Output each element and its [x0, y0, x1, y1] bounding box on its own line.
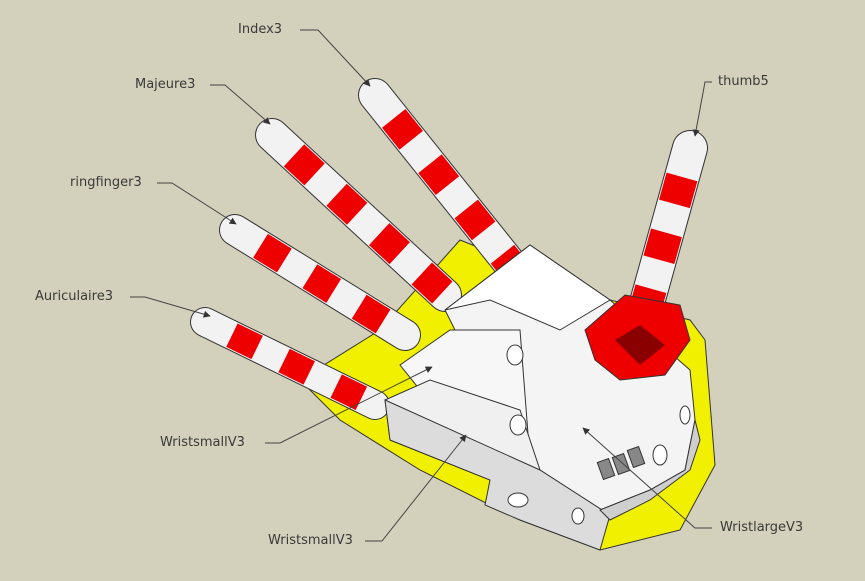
- leader-majeure3: [210, 84, 271, 125]
- wrist-slot: [611, 452, 631, 476]
- wrist-hole: [652, 444, 668, 466]
- wrist-hole: [506, 344, 524, 366]
- little-finger: [190, 307, 390, 420]
- label-wristlarge: WristlargeV3: [720, 520, 804, 535]
- label-wristsmall-lower: WristsmallV3: [268, 533, 353, 548]
- label-auriculaire3: Auriculaire3: [35, 289, 113, 304]
- wrist-slot: [626, 445, 646, 469]
- wrist-hole: [679, 405, 691, 425]
- label-index3: Index3: [238, 22, 283, 37]
- wrist-side-face: [599, 419, 701, 521]
- wrist-hole: [507, 492, 529, 508]
- wrist-slot: [596, 457, 616, 481]
- label-thumb5: thumb5: [718, 74, 769, 89]
- middle-finger-joints: [261, 123, 456, 307]
- leader-ringfinger3: [157, 182, 237, 225]
- thumb-base-shadow: [615, 325, 665, 365]
- label-majeure3: Majeure3: [135, 77, 196, 92]
- middle-finger: [255, 118, 462, 312]
- leader-thumb5: [692, 81, 712, 137]
- leader-wristsmall-lower: [365, 434, 467, 542]
- leader-auriculaire3: [130, 296, 211, 318]
- index-finger: [358, 78, 532, 287]
- palm-top-block: [444, 244, 611, 331]
- leader-index3: [300, 29, 371, 87]
- label-wristsmall-upper: WristsmallV3: [160, 435, 245, 450]
- label-ringfinger3: ringfinger3: [70, 175, 142, 190]
- wrist-hole: [509, 414, 527, 436]
- leader-wristlarge: [582, 427, 712, 529]
- thumb: [627, 130, 708, 328]
- leader-wristsmall-upper: [265, 366, 433, 444]
- little-finger-joints: [199, 310, 381, 417]
- ring-finger: [219, 214, 421, 351]
- thumb-segments: [628, 131, 707, 327]
- wrist-hole: [571, 507, 585, 525]
- fingers: [190, 78, 708, 420]
- ring-finger-joints: [227, 218, 413, 347]
- wrist-front-face: [384, 399, 611, 551]
- leader-lines: [130, 29, 712, 542]
- index-finger-joints: [363, 85, 527, 280]
